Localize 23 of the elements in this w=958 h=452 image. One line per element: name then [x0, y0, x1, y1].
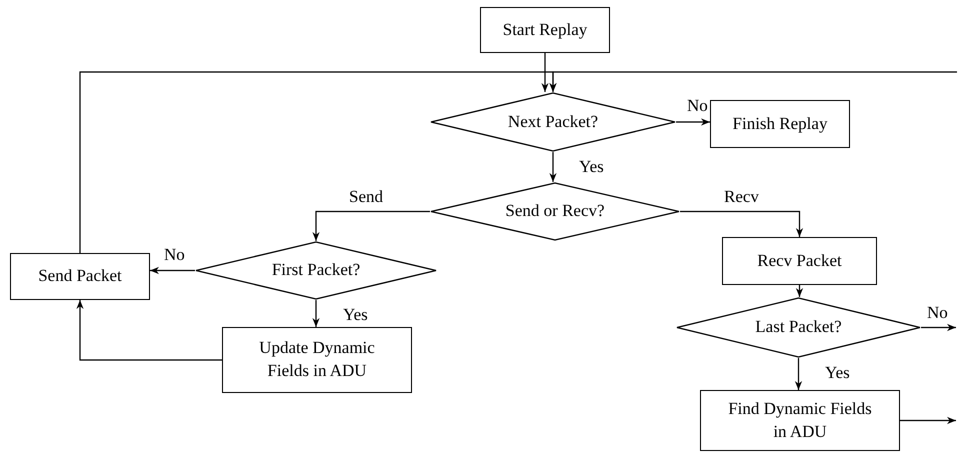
- process-box: Find Dynamic Fields in ADU: [700, 390, 900, 451]
- arrow: [541, 53, 549, 92]
- arrow: [680, 210, 804, 237]
- decision-diamond: Next Packet?: [430, 92, 676, 152]
- process-box: Start Replay: [480, 7, 610, 53]
- process-box: Send Packet: [10, 253, 150, 300]
- arrow: [549, 152, 557, 182]
- arrow: [312, 210, 430, 241]
- process-box: Update Dynamic Fields in ADU: [222, 327, 412, 393]
- arrow: [794, 358, 802, 390]
- decision-diamond: Last Packet?: [676, 297, 921, 358]
- arrow: [796, 285, 804, 297]
- arrow: [676, 118, 710, 126]
- arrow: [150, 266, 195, 274]
- decision-diamond: Send or Recv?: [430, 182, 680, 241]
- arrow: [921, 324, 956, 332]
- arrow: [900, 416, 956, 424]
- decision-diamond: First Packet?: [195, 241, 437, 300]
- arrow: [549, 71, 957, 92]
- process-box: Recv Packet: [722, 237, 877, 285]
- arrow: [312, 300, 320, 327]
- arrow: [76, 300, 222, 361]
- process-box: Finish Replay: [710, 100, 850, 148]
